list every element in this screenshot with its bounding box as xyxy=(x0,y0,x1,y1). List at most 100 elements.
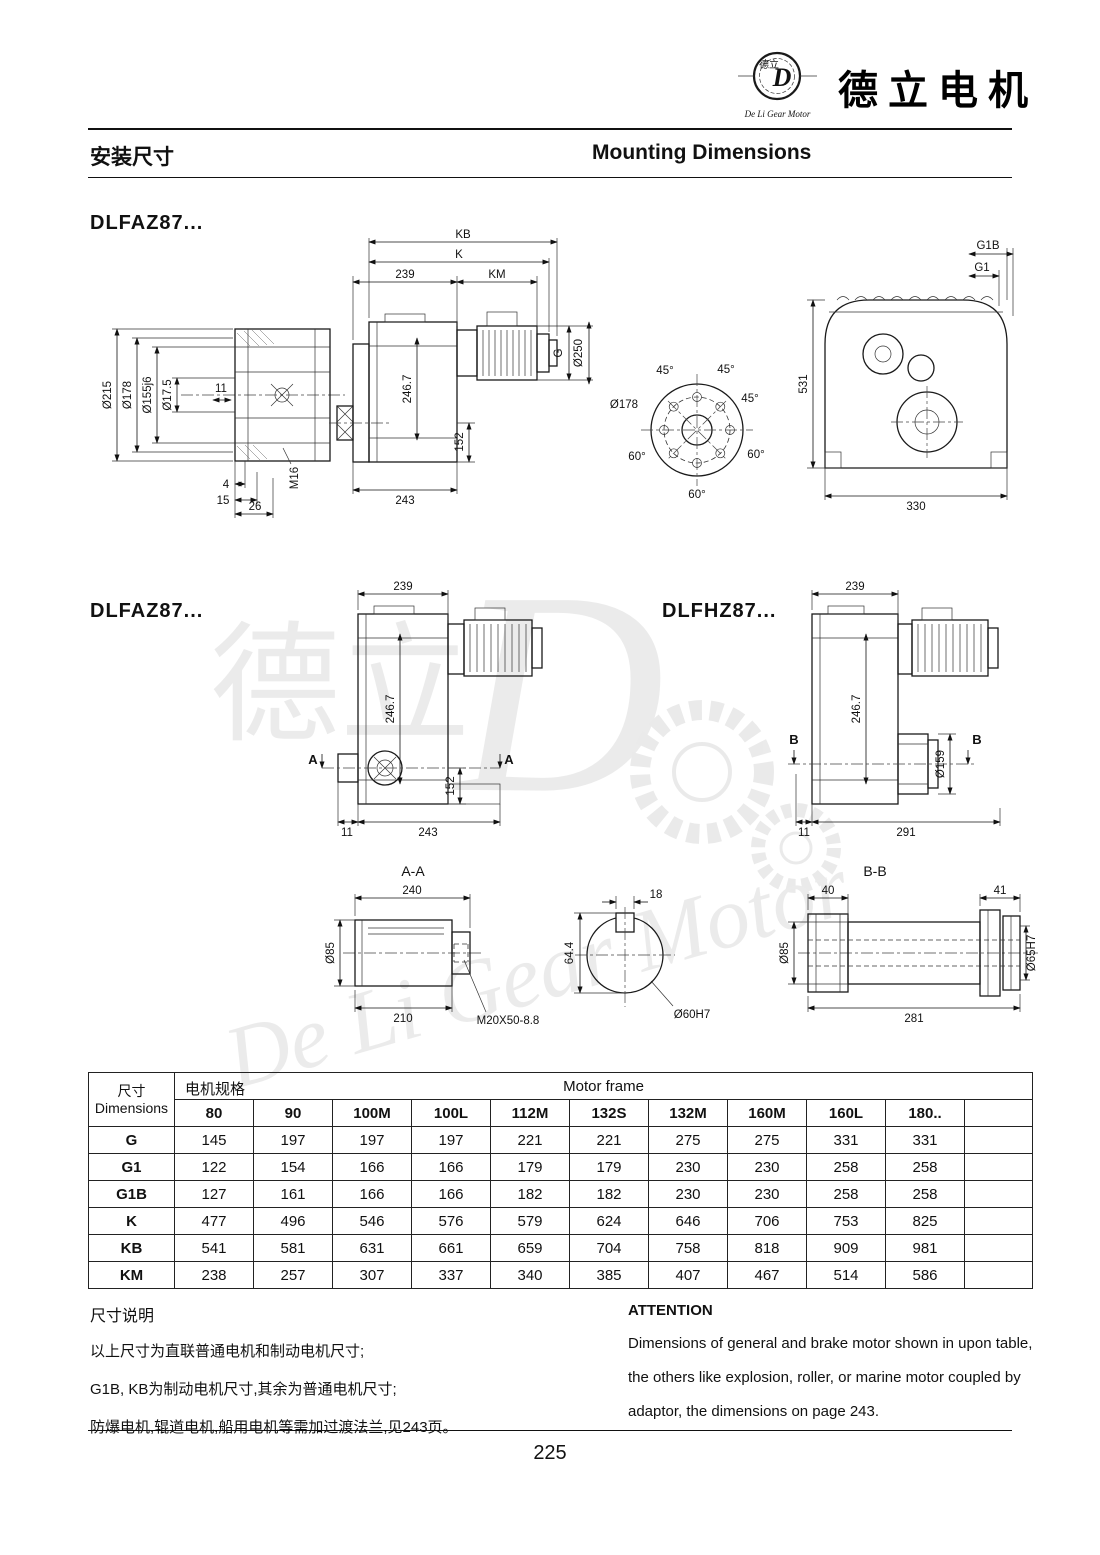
cell: 275 xyxy=(648,1126,728,1154)
dim-243: 243 xyxy=(395,495,414,507)
dim-dia215: Ø215 xyxy=(102,381,114,409)
dim-dia250: Ø250 xyxy=(573,339,585,367)
watermark-gear-small-icon xyxy=(751,803,841,893)
col-header-90: 90 xyxy=(253,1099,333,1127)
drawing-cross-sections: A-A 240 Ø85 210 M20X50-8.8 18 xyxy=(325,863,1038,1027)
dim-152: 152 xyxy=(445,776,457,795)
cell: 331 xyxy=(806,1126,886,1154)
notes-en: ATTENTION Dimensions of general and brak… xyxy=(628,1302,1038,1437)
cell: 197 xyxy=(411,1126,491,1154)
cell-empty xyxy=(963,1126,1034,1154)
cell: 166 xyxy=(411,1153,491,1181)
cell-empty xyxy=(963,1207,1034,1235)
row-label: K xyxy=(88,1207,175,1235)
cell: 631 xyxy=(332,1234,412,1262)
angle-45-c: 45° xyxy=(741,393,758,405)
dim-281: 281 xyxy=(904,1013,923,1025)
dim-k: K xyxy=(455,249,463,261)
dim-dia60h7: Ø60H7 xyxy=(674,1009,710,1021)
cell: 576 xyxy=(411,1207,491,1235)
col-header-160l: 160L xyxy=(806,1099,886,1127)
dimensions-header: 尺寸 Dimensions xyxy=(88,1072,175,1127)
attention-line-1: Dimensions of general and brake motor sh… xyxy=(628,1335,1033,1352)
table-row-g1b: G1B 127 161 166 166 182 182 230 230 258 … xyxy=(88,1180,1034,1208)
cell: 197 xyxy=(253,1126,333,1154)
drawing-dlfaz87-side: 239 246.7 152 A A 11 243 xyxy=(308,581,543,839)
dimensions-header-en: Dimensions xyxy=(94,1099,169,1116)
cell: 230 xyxy=(648,1180,728,1208)
motor-spec-label: 电机规格 xyxy=(185,1081,246,1098)
cell: 230 xyxy=(727,1180,807,1208)
cell: 307 xyxy=(332,1261,412,1289)
cell-empty xyxy=(963,1261,1034,1289)
cell: 624 xyxy=(569,1207,649,1235)
attention-line-3: adaptor, the dimensions on page 243. xyxy=(628,1403,880,1420)
dim-64-4: 64.4 xyxy=(564,941,576,964)
dim-41: 41 xyxy=(994,885,1007,897)
cell: 182 xyxy=(490,1180,570,1208)
section-bb-view: B-B 40 41 Ø85 281 Ø65H7 xyxy=(779,863,1038,1025)
table-row-k: K 477 496 546 576 579 624 646 706 753 82… xyxy=(88,1207,1034,1235)
dim-291: 291 xyxy=(896,827,915,839)
col-header-132m: 132M xyxy=(648,1099,728,1127)
page-title-cn: 安装尺寸 xyxy=(90,146,174,169)
dim-243: 243 xyxy=(418,827,437,839)
brand-emblem-icon: 德立 D xyxy=(738,51,817,101)
watermark-gear-icon xyxy=(630,700,774,844)
attention-line-2: the others like explosion, roller, or ma… xyxy=(628,1369,1021,1386)
title-rule xyxy=(88,177,1012,178)
cell: 154 xyxy=(253,1153,333,1181)
row-label: G1B xyxy=(88,1180,175,1208)
table-row-kb: KB 541 581 631 661 659 704 758 818 909 9… xyxy=(88,1234,1034,1262)
cell: 825 xyxy=(885,1207,965,1235)
section-letter-b-right: B xyxy=(972,732,981,747)
cell: 704 xyxy=(569,1234,649,1262)
header-rule xyxy=(88,128,1012,130)
cell: 258 xyxy=(885,1153,965,1181)
cell: 238 xyxy=(174,1261,254,1289)
cell: 127 xyxy=(174,1180,254,1208)
cell: 161 xyxy=(253,1180,333,1208)
cell: 166 xyxy=(411,1180,491,1208)
dim-152: 152 xyxy=(454,432,466,451)
notes-cn-line-2: G1B, KB为制动电机尺寸,其余为普通电机尺寸; xyxy=(90,1381,397,1398)
cell: 586 xyxy=(885,1261,965,1289)
cell: 166 xyxy=(332,1180,412,1208)
cell: 385 xyxy=(569,1261,649,1289)
dim-dia155j6: Ø155j6 xyxy=(142,376,154,413)
cell: 145 xyxy=(174,1126,254,1154)
cell: 258 xyxy=(806,1153,886,1181)
dim-239: 239 xyxy=(395,269,414,281)
cell: 981 xyxy=(885,1234,965,1262)
watermark-d-letter: D xyxy=(451,532,665,853)
cell-empty xyxy=(963,1234,1034,1262)
cell: 477 xyxy=(174,1207,254,1235)
section-title-dlfhz87: DLFHZ87... xyxy=(662,600,777,622)
drawing-dlfhz87-side: 239 246.7 Ø159 B B 11 291 xyxy=(788,581,1001,839)
dim-km: KM xyxy=(488,269,505,281)
angle-45-b: 45° xyxy=(717,364,734,376)
section-letter-b-left: B xyxy=(789,732,798,747)
page-number: 225 xyxy=(533,1442,567,1464)
row-label: G xyxy=(88,1126,175,1154)
dim-239: 239 xyxy=(845,581,864,593)
cell: 221 xyxy=(569,1126,649,1154)
motor-frame-label: Motor frame xyxy=(563,1077,644,1095)
dim-330: 330 xyxy=(906,501,925,513)
logo-d-letter: D xyxy=(772,63,792,92)
dim-11: 11 xyxy=(215,383,227,395)
dim-dia178-flange: Ø178 xyxy=(610,399,638,411)
cell: 909 xyxy=(806,1234,886,1262)
cell-empty xyxy=(963,1153,1034,1181)
attention-title: ATTENTION xyxy=(628,1302,713,1319)
logo-cn-chars: 德立 xyxy=(759,58,779,71)
table-row-g1: G1 122 154 166 166 179 179 230 230 258 2… xyxy=(88,1153,1034,1181)
table-header-row-1: 尺寸 Dimensions 电机规格 Motor frame xyxy=(88,1072,1034,1127)
cell: 467 xyxy=(727,1261,807,1289)
dim-240: 240 xyxy=(402,885,421,897)
dimensions-header-cn: 尺寸 xyxy=(117,1082,146,1099)
notes-cn-title: 尺寸说明 xyxy=(90,1308,155,1325)
cell: 706 xyxy=(727,1207,807,1235)
col-header-100l: 100L xyxy=(411,1099,491,1127)
